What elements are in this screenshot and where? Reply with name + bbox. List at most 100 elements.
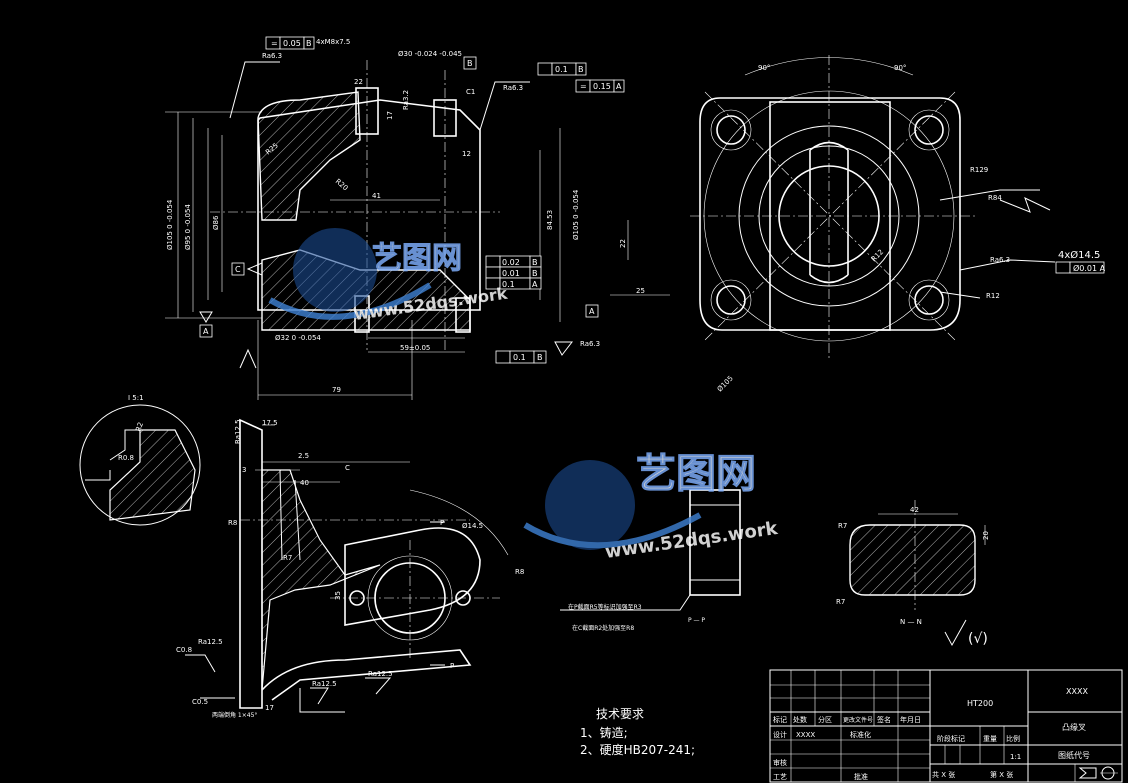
dim-label: 79: [332, 386, 341, 394]
section-nn: [849, 500, 986, 610]
dim-label: Ø32 0 -0.054: [275, 334, 321, 342]
dim-label: 17: [386, 111, 394, 120]
svg-text:共 X 张: 共 X 张: [932, 770, 955, 779]
svg-text:Ra12.5: Ra12.5: [312, 680, 337, 688]
detail-view: [79, 404, 201, 526]
svg-text:B: B: [532, 258, 538, 267]
svg-text:签名: 签名: [877, 715, 891, 724]
svg-text:工艺: 工艺: [773, 773, 787, 781]
svg-text:XXXX: XXXX: [796, 731, 815, 739]
roughness-symbol: (√): [944, 619, 988, 647]
svg-text:R7: R7: [836, 598, 845, 606]
section-labels: 17.5 2.5 3 40 C P P R8 R8 R7 Ø14.5 C0.8 …: [176, 419, 524, 719]
svg-text:标记: 标记: [773, 715, 787, 724]
dim-label: R20: [334, 177, 350, 192]
svg-text:B: B: [578, 65, 584, 74]
svg-text:A: A: [616, 82, 622, 91]
svg-text:Ø105: Ø105: [716, 374, 735, 393]
dim-label: Ø86: [212, 215, 220, 230]
svg-text:R12: R12: [986, 292, 1000, 300]
svg-text:17: 17: [265, 704, 274, 712]
svg-text:I 5:1: I 5:1: [128, 394, 144, 402]
svg-text:0.1: 0.1: [555, 65, 568, 74]
svg-text:=: =: [580, 82, 587, 91]
dim-label: Ø30 -0.024 -0.045: [398, 50, 462, 58]
svg-text:阶段标记: 阶段标记: [937, 734, 965, 743]
gdt-frame-right1: 0.1 B: [537, 62, 587, 76]
svg-text:B: B: [306, 39, 312, 48]
svg-text:审核: 审核: [773, 758, 787, 767]
svg-text:P — P: P — P: [688, 617, 705, 624]
svg-text:17.5: 17.5: [262, 419, 278, 427]
svg-text:0.15: 0.15: [593, 82, 611, 91]
roughness-label: Ra3.2: [402, 90, 410, 110]
svg-text:C: C: [235, 265, 241, 274]
section-pp-labels: P — P 在P截面R5等标识加强至R3 在C截面R2处加强至R8: [568, 603, 705, 632]
gdt-frame-right2: = 0.15 A: [575, 79, 625, 93]
tech-title: 技术要求: [596, 707, 644, 721]
svg-text:=: =: [271, 39, 278, 48]
svg-text:0.01: 0.01: [502, 269, 520, 278]
flange-section: [257, 91, 361, 221]
svg-text:R8: R8: [515, 568, 524, 576]
section-nn-labels: 42 R7 R7 20 N — N: [836, 506, 990, 626]
svg-text:批准: 批准: [854, 772, 868, 781]
svg-text:90°: 90°: [894, 64, 906, 72]
svg-text:0.05: 0.05: [283, 39, 301, 48]
svg-text:Ra6.3: Ra6.3: [990, 256, 1010, 264]
svg-text:1:1: 1:1: [1010, 753, 1021, 761]
svg-text:20: 20: [982, 531, 990, 540]
detail-labels: I 5:1 R0.8 R2: [118, 394, 145, 462]
svg-text:R7: R7: [283, 554, 292, 562]
dim-label: 12: [462, 150, 471, 158]
part-name: 凸缘叉: [1062, 722, 1086, 732]
svg-text:两端倒角 1×45°: 两端倒角 1×45°: [212, 711, 257, 719]
roughness-label: Ra6.3: [503, 84, 523, 92]
svg-text:标准化: 标准化: [850, 730, 871, 739]
svg-text:第 X 张: 第 X 张: [990, 770, 1013, 779]
svg-text:C0.8: C0.8: [176, 646, 192, 654]
dim-label: Ø105 0 -0.054: [572, 189, 580, 240]
svg-text:Ra12.5: Ra12.5: [198, 638, 223, 646]
svg-text:在P截面R5等标识加强至R3: 在P截面R5等标识加强至R3: [568, 603, 642, 611]
svg-text:C0.5: C0.5: [192, 698, 208, 706]
svg-text:A: A: [203, 327, 209, 336]
svg-text:年月日: 年月日: [900, 715, 921, 724]
svg-text:A: A: [589, 307, 595, 316]
title-block-text: HT200 XXXX 凸缘叉 图纸代号 标记 处数 分区 更改文件号 签名 年月…: [773, 687, 1118, 781]
dim-label: 22: [354, 78, 363, 86]
svg-text:在C截面R2处加强至R8: 在C截面R2处加强至R8: [572, 624, 634, 632]
svg-text:更改文件号: 更改文件号: [843, 716, 873, 724]
svg-text:N — N: N — N: [900, 618, 922, 626]
tech-requirements: 技术要求 1、铸造; 2、硬度HB207-241;: [580, 707, 695, 757]
roughness-label: Ra6.3: [262, 52, 282, 60]
company: XXXX: [1066, 687, 1088, 696]
svg-text:C: C: [345, 464, 350, 472]
title-block: [769, 669, 1123, 783]
svg-text:2.5: 2.5: [298, 452, 309, 460]
svg-text:艺图网: 艺图网: [636, 451, 756, 497]
svg-text:R129: R129: [970, 166, 988, 174]
svg-text:A: A: [532, 280, 538, 289]
svg-text:Ra12.5: Ra12.5: [368, 670, 393, 678]
svg-text:P: P: [440, 519, 444, 527]
hole-callout: 4xØ14.5: [1058, 249, 1100, 261]
svg-text:处数: 处数: [793, 715, 807, 724]
front-view-labels: 4xM8x7.5 Ra6.3 Ra6.3 Ra3.2 Ra6.3 Ø105 0 …: [166, 38, 645, 394]
gdt-frame-bottom: 0.1 B: [495, 350, 547, 364]
svg-text:(√): (√): [968, 631, 988, 647]
datum-markers: A B C A: [199, 56, 599, 338]
svg-text:R7: R7: [838, 522, 847, 530]
section-view: [185, 418, 509, 713]
svg-text:42: 42: [910, 506, 919, 514]
drawing-code-label: 图纸代号: [1058, 750, 1090, 760]
svg-text:B: B: [467, 59, 473, 68]
svg-text:3: 3: [242, 466, 246, 474]
dim-label: Ø105 0 -0.054: [166, 199, 174, 250]
svg-text:分区: 分区: [818, 715, 832, 724]
svg-text:0.02: 0.02: [502, 258, 520, 267]
svg-text:40: 40: [300, 479, 309, 487]
svg-text:Ø0.01 A: Ø0.01 A: [1073, 263, 1106, 273]
